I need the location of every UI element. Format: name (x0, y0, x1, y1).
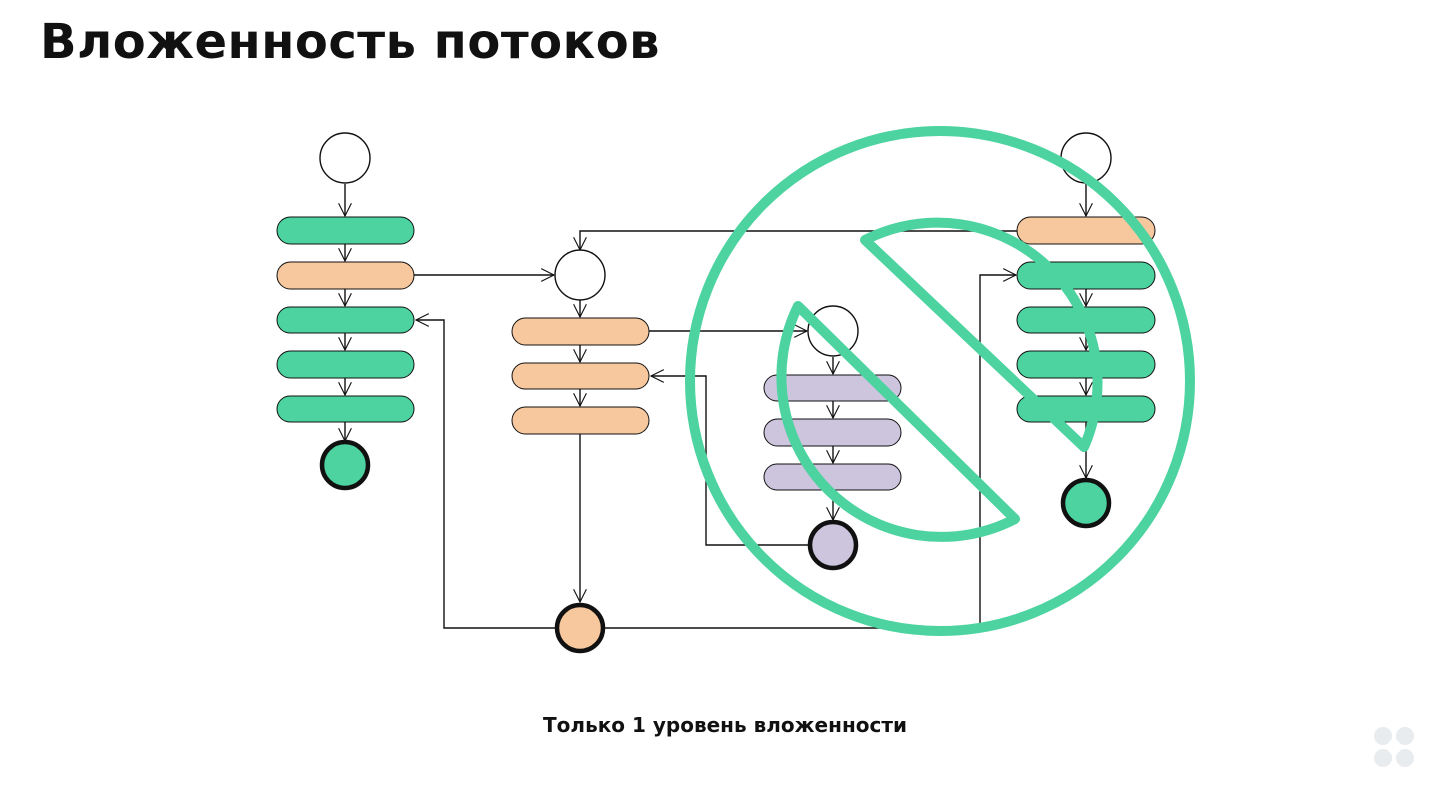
end-node (554, 602, 606, 654)
flow-1 (276, 132, 415, 491)
start-node (319, 132, 371, 184)
action-node (763, 463, 902, 491)
start-node (554, 249, 606, 301)
prohibited-icon (685, 126, 1195, 636)
action-node (1016, 261, 1156, 290)
action-node (276, 261, 415, 290)
end-node (1060, 477, 1112, 529)
end-node (319, 439, 371, 491)
action-node (763, 374, 902, 402)
caption: Только 1 уровень вложенности (543, 713, 907, 737)
action-node (1016, 216, 1156, 245)
action-node (276, 306, 415, 334)
start-node (807, 305, 859, 357)
slide-title: Вложенность потоков (40, 14, 661, 70)
action-node (276, 350, 415, 379)
brand-logo-icon (1374, 727, 1414, 767)
action-node (276, 216, 415, 245)
edge (605, 268, 1018, 629)
end-node (807, 519, 859, 571)
edge (573, 230, 1017, 252)
action-node (511, 362, 650, 390)
edge (414, 313, 556, 629)
action-node (1016, 350, 1156, 379)
action-node (276, 395, 415, 423)
connectors (338, 183, 1093, 629)
action-node (511, 317, 650, 346)
flow-2 (511, 249, 650, 654)
action-node (511, 406, 650, 435)
